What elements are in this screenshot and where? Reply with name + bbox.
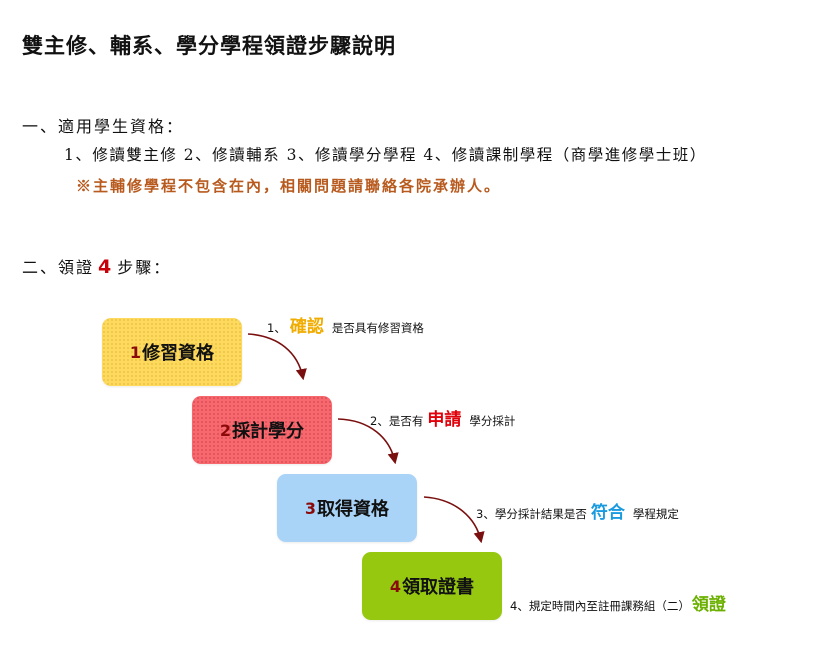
annotation-suffix: 是否具有修習資格 [331,321,424,335]
step-number: 3 [304,498,317,518]
step-annotation-1: 1、確認是否具有修習資格 [267,312,424,337]
exclusion-note: ※主輔修學程不包含在內，相關問題請聯絡各院承辦人。 [76,177,502,195]
step-annotation-3: 3、學分採計結果是否符合學程規定 [476,498,679,523]
annotation-prefix: 2、是否有 [370,414,424,428]
step-label: 取得資格 [317,499,390,520]
step-label: 修習資格 [142,343,215,364]
annotation-keyword: 申請 [427,410,462,430]
step-label: 採計學分 [232,421,305,442]
arrow-1 [247,333,307,381]
step-number: 2 [219,420,232,440]
eligibility-list: 1、修讀雙主修 2、修讀輔系 3、修讀學分學程 4、修讀課制學程（商學進修學士班… [64,146,707,164]
eligibility-heading: 一、適用學生資格： [22,117,185,136]
annotation-keyword: 符合 [590,503,625,523]
annotation-keyword: 確認 [289,317,324,337]
annotation-prefix: 4、規定時間內至註冊課務組（二） [510,599,690,613]
annotation-prefix: 1、 [267,321,286,335]
arrow-3 [423,496,485,544]
step-count: 4 [98,256,114,278]
steps-heading-suffix: 步驟： [117,258,172,277]
step-annotation-2: 2、是否有申請學分採計 [370,405,515,430]
annotation-prefix: 3、學分採計結果是否 [476,507,587,521]
step-label: 領取證書 [402,577,475,598]
step-number: 1 [129,342,142,362]
step-annotation-4: 4、規定時間內至註冊課務組（二）領證 [510,590,734,615]
annotation-suffix: 學程規定 [632,507,679,521]
page-title: 雙主修、輔系、學分學程領證步驟說明 [22,34,396,58]
steps-heading-prefix: 二、領證 [22,258,95,277]
annotation-keyword: 領證 [691,595,726,615]
step-number: 4 [389,576,402,596]
annotation-suffix: 學分採計 [469,414,516,428]
